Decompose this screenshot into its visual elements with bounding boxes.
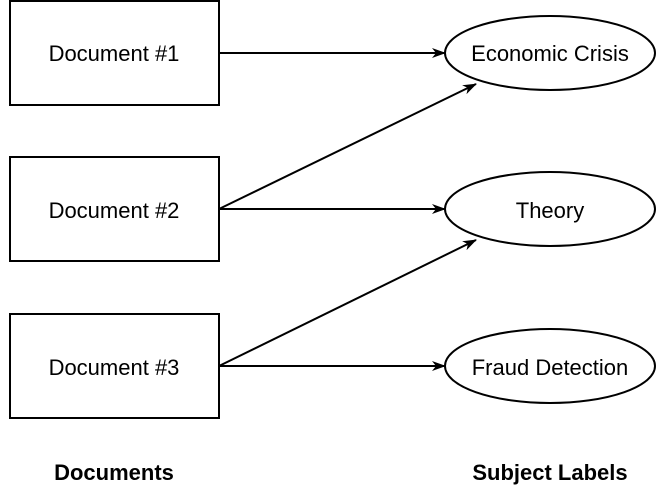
subject-label-2: Theory xyxy=(516,198,584,223)
subject-ellipse-2 xyxy=(444,171,656,247)
document-box-1 xyxy=(9,0,220,106)
edge-doc3-theory xyxy=(218,239,477,367)
subject-node-fraud-detection: Fraud Detection xyxy=(444,328,656,404)
subject-label-3: Fraud Detection xyxy=(472,355,629,380)
subject-node-theory: Theory xyxy=(444,171,656,247)
subject-labels-caption: Subject Labels xyxy=(472,460,627,485)
document-label-1: Document #1 xyxy=(49,41,180,66)
documents-caption: Documents xyxy=(54,460,174,485)
document-node-2: Document #2 xyxy=(9,156,220,262)
edges xyxy=(218,48,477,371)
subject-label-1: Economic Crisis xyxy=(471,41,629,66)
edge-doc2-economic-crisis xyxy=(218,83,477,210)
document-node-1: Document #1 xyxy=(9,0,220,106)
subject-node-economic-crisis: Economic Crisis xyxy=(444,15,656,91)
subject-ellipse-1 xyxy=(444,15,656,91)
subject-ellipse-3 xyxy=(444,328,656,404)
document-label-2: Document #2 xyxy=(49,198,180,223)
document-node-3: Document #3 xyxy=(9,313,220,419)
document-label-3: Document #3 xyxy=(49,355,180,380)
document-box-3 xyxy=(9,313,220,419)
document-box-2 xyxy=(9,156,220,262)
